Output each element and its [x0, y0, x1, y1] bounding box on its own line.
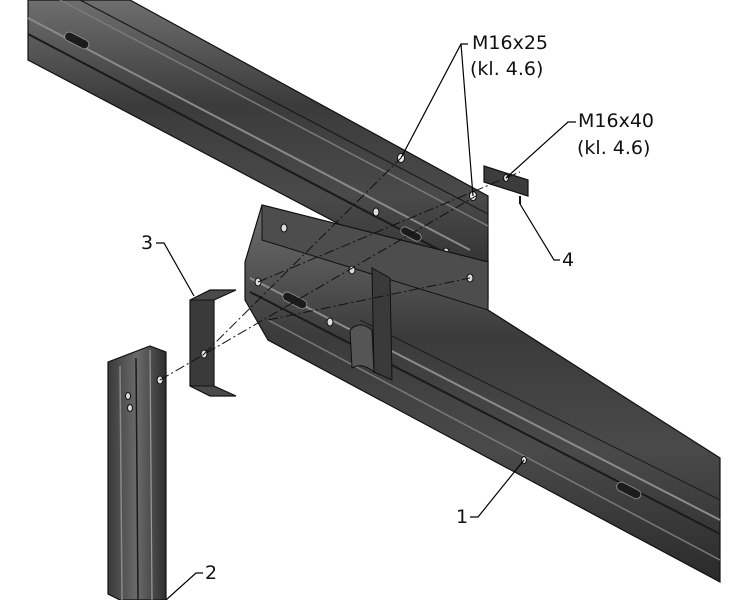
bolt-axis-lines — [159, 157, 521, 381]
callout-bolt-grade-upper: (kl. 4.6) — [470, 58, 544, 80]
back-plate — [483, 165, 529, 204]
callout-item-1: 1 — [456, 506, 469, 528]
post — [107, 345, 167, 600]
callout-item-3: 3 — [141, 232, 154, 254]
lower-guardrail-beam — [244, 204, 721, 584]
callout-item-2: 2 — [205, 562, 218, 584]
callout-bolt-size-upper: M16x25 — [472, 32, 548, 54]
callout-bolt-grade-right: (kl. 4.6) — [577, 137, 651, 159]
callout-bolt-size-right: M16x40 — [578, 110, 654, 132]
leader-lines — [156, 43, 576, 600]
spacer-bracket — [189, 289, 237, 397]
callout-item-4: 4 — [562, 249, 575, 271]
